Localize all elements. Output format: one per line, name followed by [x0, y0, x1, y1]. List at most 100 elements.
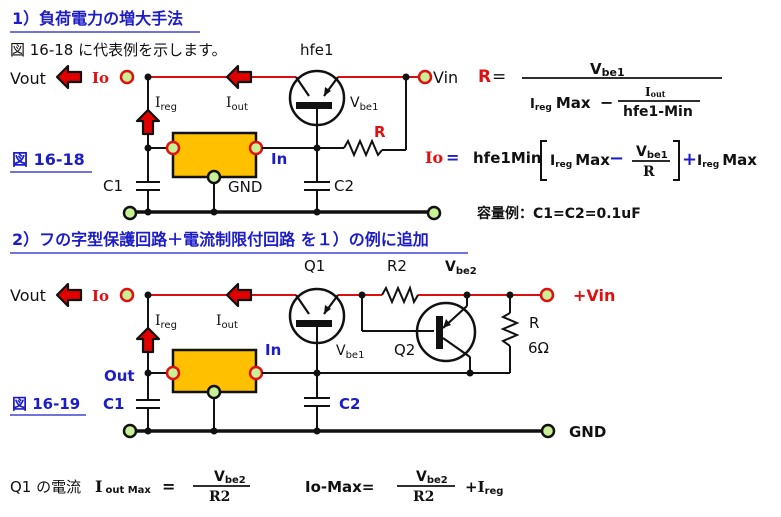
gnd-terminal-left[interactable]	[122, 205, 138, 221]
svg-text:Iout Max: Iout Max	[95, 477, 151, 496]
label-iout: Iout	[226, 95, 248, 113]
gnd-terminal-right[interactable]	[426, 205, 442, 221]
ireg-arrow-icon	[135, 108, 161, 136]
svg-text:R: R	[643, 164, 655, 180]
svg-text:=: =	[446, 148, 459, 167]
svg-text:hfe1-Min: hfe1-Min	[623, 104, 693, 120]
formula-io-max: Io-Max= Vbe2 R2 +Ireg	[305, 469, 503, 505]
svg-text:Iout: Iout	[645, 85, 666, 99]
vin-terminal[interactable]	[417, 69, 433, 85]
figure-label-16-19: 図 16-19	[12, 395, 80, 413]
vout-terminal-2[interactable]	[119, 287, 135, 303]
section1-intro: 図 16-18 に代表例を示します。	[10, 41, 227, 59]
junction-dot	[144, 144, 152, 152]
section2-heading: 2）フの字型保護回路＋電流制限付回路 を１）の例に追加	[12, 230, 429, 249]
label-r: R	[374, 123, 386, 141]
svg-text:Io-Max=: Io-Max=	[305, 478, 374, 496]
label-iout-2: Iout	[216, 313, 238, 331]
junction-dot	[210, 208, 218, 216]
label-c1-2: C1	[103, 395, 124, 413]
capacitor-c1-2	[136, 399, 160, 409]
label-vin: Vin	[433, 68, 458, 87]
label-vout: Vout	[10, 69, 46, 88]
junction-dot	[144, 369, 152, 377]
svg-text:+Ireg: +Ireg	[465, 478, 503, 497]
regulator-gnd-pin[interactable]	[206, 169, 222, 185]
svg-text:R2: R2	[413, 489, 434, 505]
regulator-in-pin[interactable]	[248, 140, 264, 156]
vout-terminal[interactable]	[119, 69, 135, 85]
junction-dot	[144, 208, 152, 216]
label-io: Io	[92, 69, 109, 87]
label-ireg-2: Ireg	[155, 313, 177, 331]
iout-arrow-icon	[225, 64, 253, 90]
io-arrow-icon	[55, 64, 83, 90]
label-q1: Q1	[304, 257, 325, 275]
svg-text:−: −	[609, 148, 624, 169]
label-vbe1-2: Vbe1	[336, 343, 364, 361]
label-ireg: Ireg	[155, 95, 177, 113]
vin-terminal-2[interactable]	[539, 287, 555, 303]
label-gnd-2: GND	[569, 423, 606, 441]
capacitor-c2	[304, 181, 330, 191]
label-vbe2: Vbe2	[445, 259, 477, 277]
regulator-out-pin[interactable]	[165, 140, 181, 156]
label-c2: C2	[334, 177, 354, 195]
capacitor-c1	[136, 181, 160, 191]
iout-arrow-icon	[225, 282, 253, 308]
label-vout-2: Vout	[10, 286, 46, 305]
io-arrow-icon	[55, 282, 83, 308]
svg-text:R: R	[478, 67, 491, 87]
label-io-2: Io	[92, 287, 109, 305]
svg-text:+: +	[682, 149, 697, 170]
ireg-arrow-icon	[135, 326, 161, 354]
label-gnd: GND	[228, 178, 262, 196]
svg-text:Q1 の電流: Q1 の電流	[10, 478, 81, 496]
label-c2-2: C2	[339, 395, 360, 413]
section1-heading: 1）負荷電力の増大手法	[12, 9, 183, 28]
svg-text:Vbe1: Vbe1	[590, 60, 625, 79]
label-r-2: R	[529, 314, 539, 332]
label-q2: Q2	[394, 341, 415, 359]
regulator-in-pin-2[interactable]	[248, 365, 264, 381]
svg-text:=: =	[492, 67, 506, 87]
svg-text:Vbe2: Vbe2	[214, 469, 246, 486]
label-r2: R2	[387, 257, 407, 275]
figure-label-16-18: 図 16-18	[12, 150, 85, 169]
resistor-r2	[381, 285, 419, 305]
regulator-gnd-pin-2[interactable]	[206, 384, 222, 400]
label-in-2: In	[265, 341, 281, 359]
regulator-out-pin-2[interactable]	[165, 365, 181, 381]
svg-text:=: =	[162, 477, 175, 496]
gnd-terminal-right-2[interactable]	[540, 423, 556, 439]
label-in: In	[271, 150, 287, 168]
junction-dot	[144, 427, 152, 435]
svg-text:R2: R2	[209, 489, 230, 505]
transistor-q2	[415, 295, 477, 373]
resistor-r-6ohm	[500, 312, 520, 347]
label-vbe1: Vbe1	[350, 95, 378, 113]
label-r-value: 6Ω	[528, 339, 549, 357]
label-out: Out	[104, 367, 135, 385]
transistor-hfe1	[288, 69, 346, 148]
svg-text:Vbe2: Vbe2	[416, 469, 448, 486]
junction-dot	[313, 427, 321, 435]
svg-text:−: −	[600, 93, 613, 112]
label-hfe1: hfe1	[300, 41, 334, 59]
junction-dot	[313, 208, 321, 216]
gnd-terminal-left-2[interactable]	[122, 423, 138, 439]
junction-dot	[210, 427, 218, 435]
label-c1: C1	[103, 177, 123, 195]
capacitor-c2-2	[304, 397, 330, 407]
regulator-ic	[171, 131, 258, 179]
junction-dot	[463, 291, 471, 299]
capacity-example: 容量例：C1=C2=0.1uF	[476, 205, 641, 222]
svg-text:hfe1Min: hfe1Min	[473, 149, 542, 167]
transistor-q1	[288, 287, 346, 373]
